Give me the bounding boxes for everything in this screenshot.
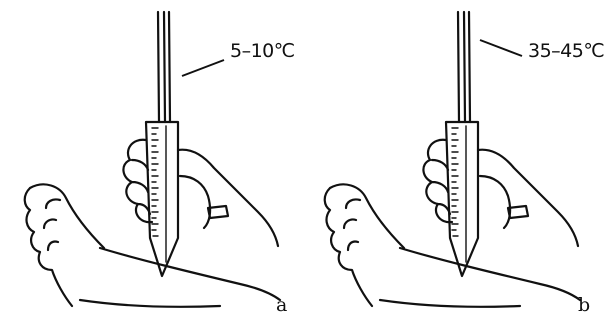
panel-label-b: b [578, 294, 590, 316]
temperature-label-b: 35–45℃ [528, 40, 604, 62]
